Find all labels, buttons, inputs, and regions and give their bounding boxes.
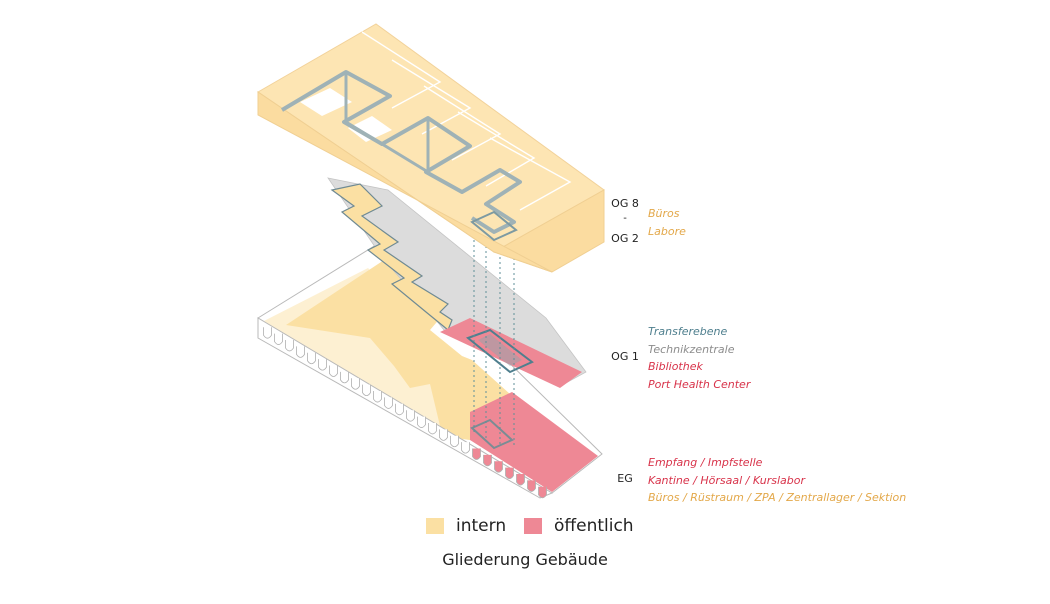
level-eg: EG xyxy=(617,472,633,485)
facade-arch xyxy=(318,359,327,371)
ann-bueros-ruestraum: Büros / Rüstraum / ZPA / Zentrallager / … xyxy=(648,491,907,504)
facade-arch xyxy=(417,416,426,428)
facade-arch xyxy=(263,327,272,339)
ann-empfang: Empfang / Impfstelle xyxy=(648,456,763,469)
og1-intern-stripe xyxy=(330,183,453,331)
legend-oeffentlich-label: öffentlich xyxy=(554,516,634,536)
facade-arch xyxy=(428,422,437,435)
facade-arch xyxy=(439,429,448,441)
ann-transferebene: Transferebene xyxy=(648,325,728,338)
courtyard-2 xyxy=(348,116,392,142)
eg-core xyxy=(470,418,514,450)
annotation-og1: Transferebene Technikzentrale Bibliothek… xyxy=(648,323,750,393)
level-og2: OG 2 xyxy=(611,232,639,245)
facade-arch xyxy=(307,352,316,365)
legend-oeffentlich-swatch xyxy=(524,518,542,534)
facade-arch xyxy=(494,461,503,473)
diagram-title: Gliederung Gebäude xyxy=(442,550,608,569)
legend-intern: intern xyxy=(426,516,506,536)
upper-floors xyxy=(257,23,605,273)
facade-arch xyxy=(406,410,415,422)
eg-area-public xyxy=(470,392,598,492)
ann-technikzentrale: Technikzentrale xyxy=(648,342,735,356)
og1-transfer-core-inner xyxy=(478,334,522,366)
vertical-connectors xyxy=(473,220,515,446)
facade-arch xyxy=(527,480,536,492)
facade-arch xyxy=(450,435,459,448)
courtyard-1 xyxy=(300,88,352,116)
facade-arch xyxy=(538,486,547,499)
level-og8: OG 8 xyxy=(611,197,639,210)
facade-arch xyxy=(483,454,492,467)
facade-arch xyxy=(505,467,514,480)
facade-arch xyxy=(285,339,294,352)
og1-transfer-core xyxy=(465,328,534,374)
ann-kantine: Kantine / Hörsaal / Kurslabor xyxy=(648,473,806,487)
annotation-eg: Empfang / Impfstelle Kantine / Hörsaal /… xyxy=(648,454,906,507)
ann-port-health-center: Port Health Center xyxy=(648,377,751,391)
upper-core xyxy=(470,210,518,242)
upper-front xyxy=(257,91,553,273)
facade-arch xyxy=(296,346,305,358)
ann-labore: Labore xyxy=(648,224,686,238)
ann-bueros: Büros xyxy=(648,207,680,220)
ann-bibliothek: Bibliothek xyxy=(648,360,703,373)
eg-facade-arches xyxy=(263,327,547,499)
facade-arch xyxy=(373,391,382,403)
legend-oeffentlich: öffentlich xyxy=(524,516,634,536)
facade-arch xyxy=(351,378,360,390)
facade-arch xyxy=(274,333,283,345)
circulation-path-link xyxy=(344,72,430,175)
facade-arch xyxy=(461,442,470,454)
facade-arch xyxy=(340,371,349,384)
facade-arch xyxy=(329,365,338,377)
level-dash: - xyxy=(623,213,627,224)
facade-arch xyxy=(384,397,393,409)
facade-arch xyxy=(472,448,481,460)
facade-arch xyxy=(395,403,404,416)
facade-arch xyxy=(516,474,525,486)
level-og1: OG 1 xyxy=(611,350,639,363)
ground-floor xyxy=(257,239,603,499)
legend-intern-swatch xyxy=(426,518,444,534)
facade-arch xyxy=(362,384,371,397)
annotation-upper: Büros Labore xyxy=(648,205,686,240)
legend-intern-label: intern xyxy=(456,516,507,536)
og1-floor xyxy=(327,177,587,388)
eg-area-intern xyxy=(286,260,510,440)
